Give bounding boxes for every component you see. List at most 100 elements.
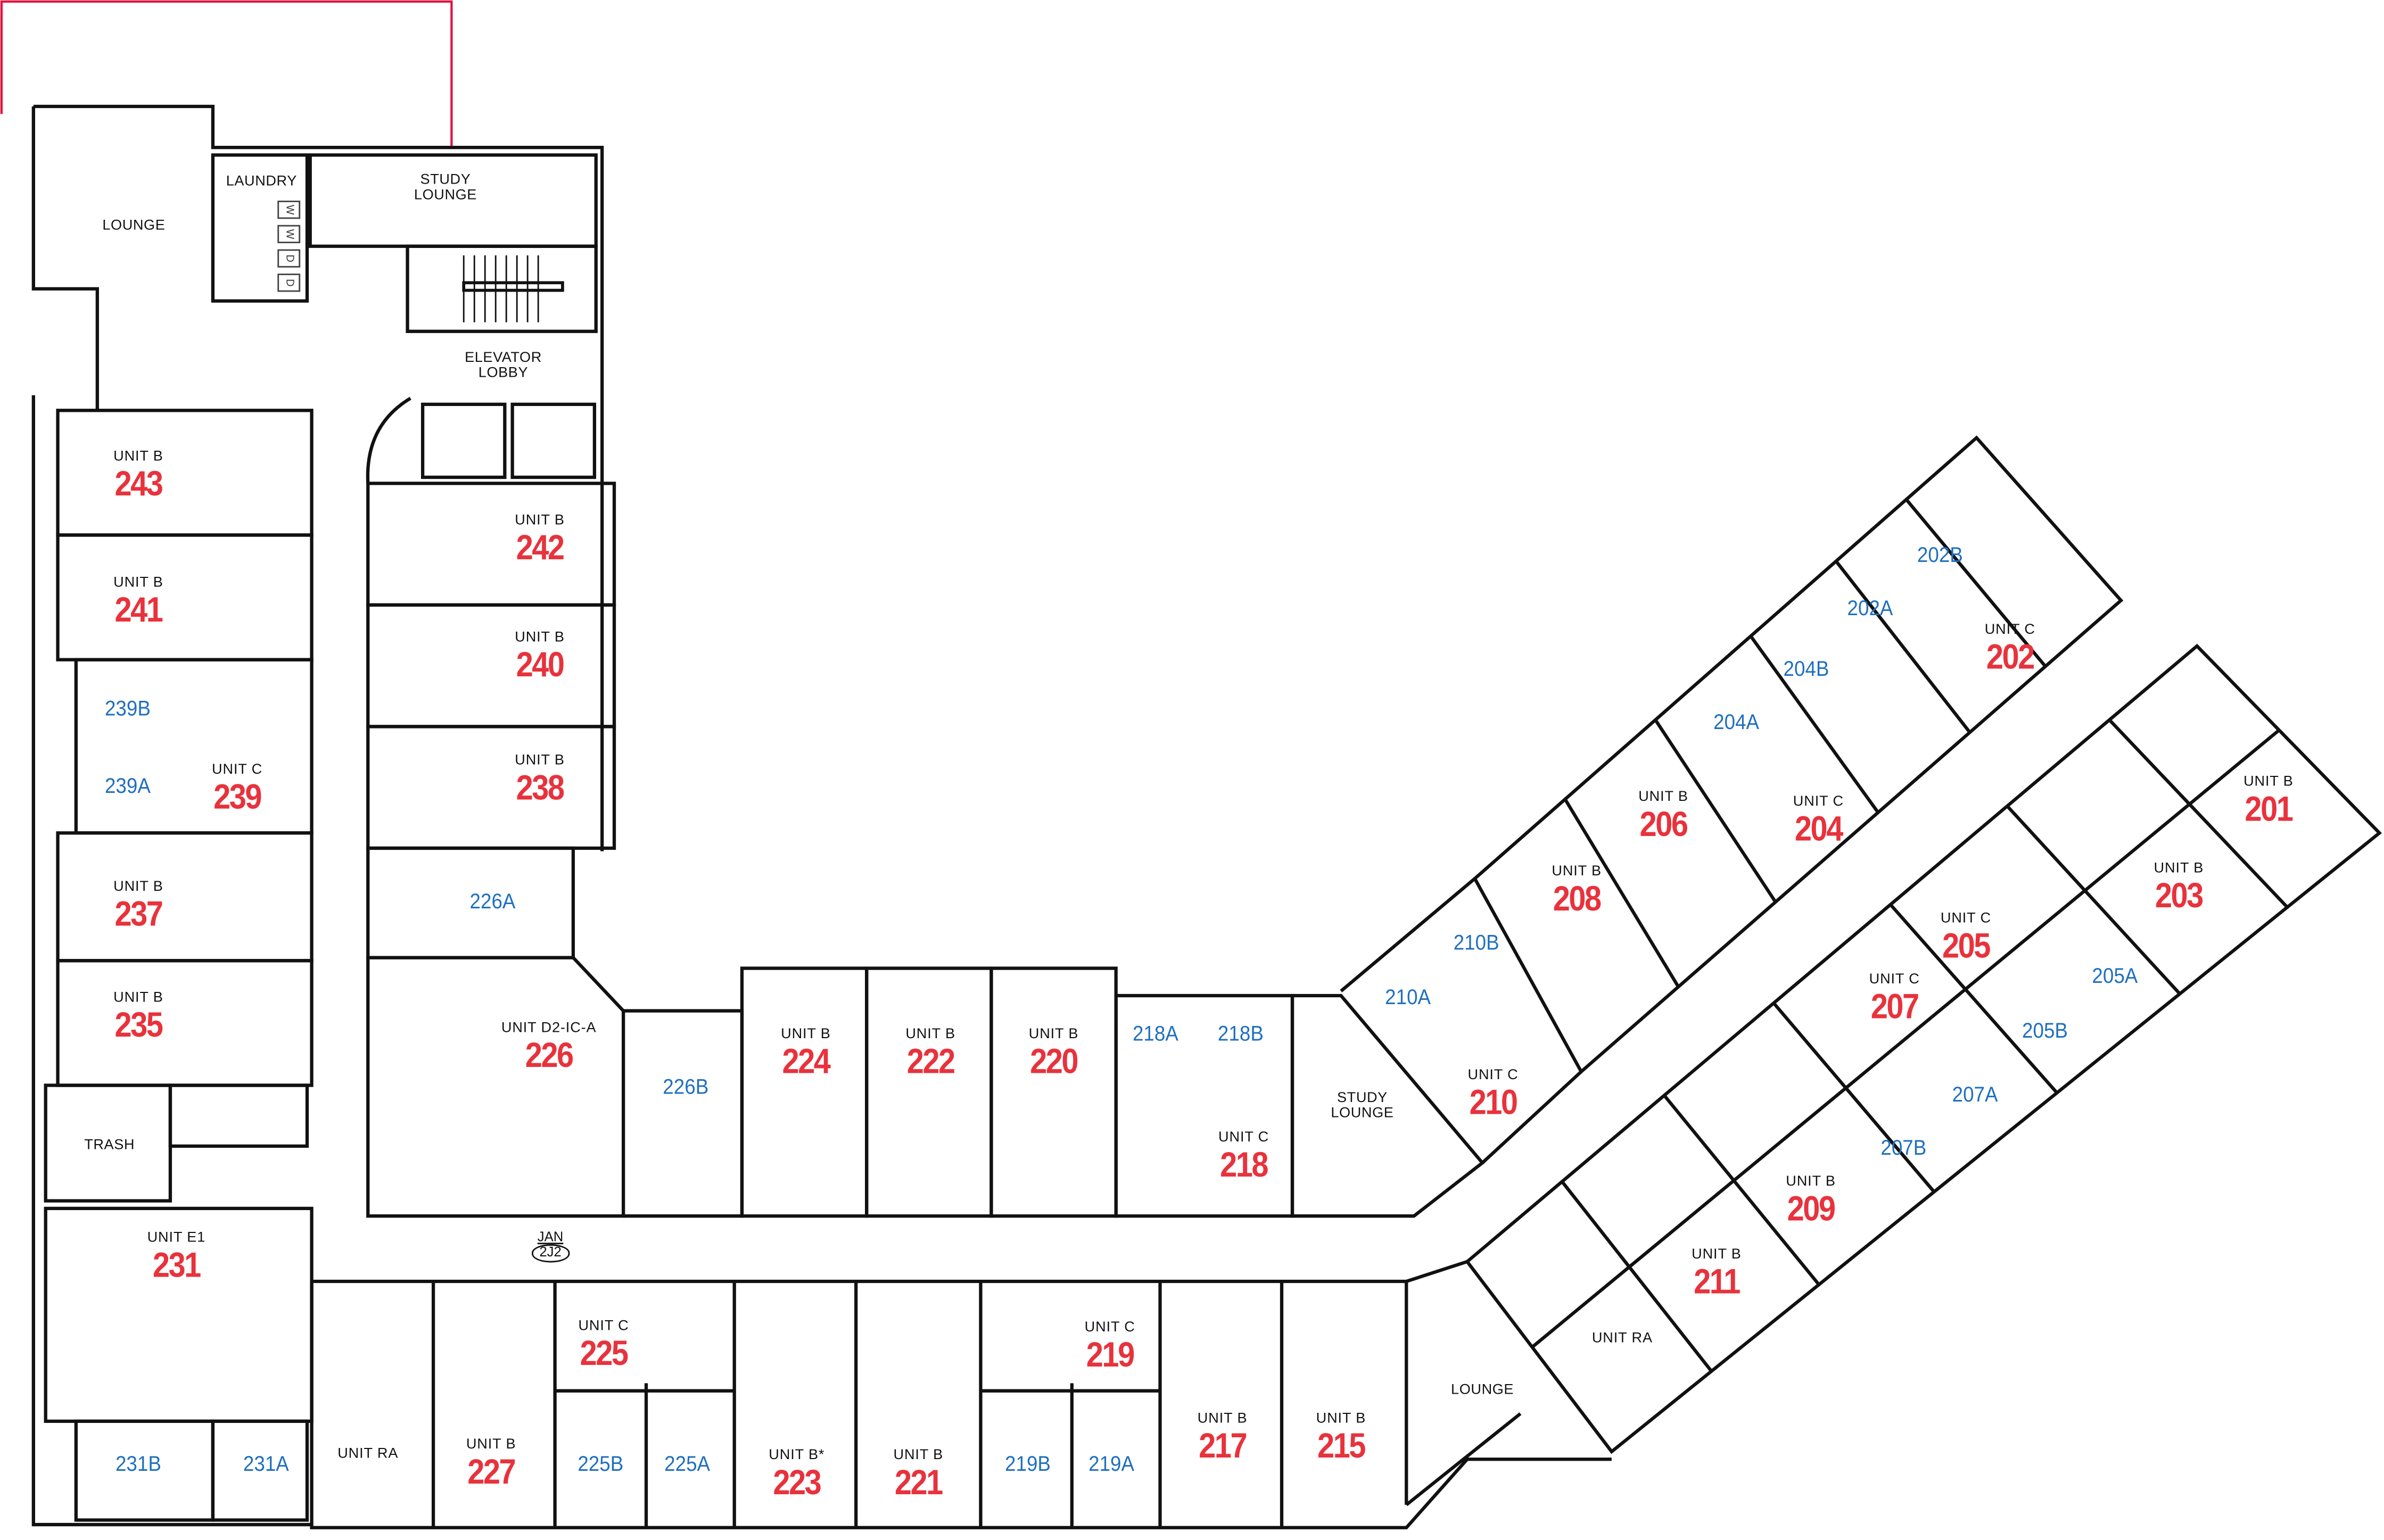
- unit-number: 225: [580, 1332, 629, 1373]
- unit-235-outline: [56, 959, 314, 1087]
- unit-type-label: UNIT C: [1940, 910, 1991, 928]
- bedroom-label: 231B: [115, 1451, 161, 1476]
- unit-number: 206: [1639, 804, 1688, 844]
- lower-wing-divider: [1663, 1094, 1820, 1286]
- common-area-label: STUDY LOUNGE: [414, 171, 477, 204]
- upper-wing-divider: [1654, 719, 1777, 903]
- unit-type-label: UNIT C: [1467, 1067, 1519, 1084]
- unit-number: 223: [773, 1462, 821, 1502]
- upper-wing-edge: [1340, 877, 1476, 992]
- unit-type-label: UNIT B: [113, 574, 163, 592]
- common-area-label: LOUNGE: [1451, 1381, 1514, 1399]
- common-area-label: STUDY LOUNGE: [1331, 1090, 1394, 1122]
- unit-242-outline: [366, 482, 616, 607]
- unit-241-outline: [56, 533, 314, 661]
- unit-226-outline: [366, 956, 625, 1218]
- building-outline-west: [31, 395, 312, 1527]
- unit-number: 224: [782, 1041, 830, 1081]
- unit-type-label: UNIT C: [1984, 622, 2035, 639]
- unit-237-outline: [56, 831, 314, 963]
- unit-type-label: UNIT B: [1552, 863, 1602, 880]
- unit-type-label: UNIT B: [781, 1025, 831, 1043]
- common-area-label: LOUNGE: [102, 217, 166, 234]
- janitor-label: JAN: [537, 1229, 564, 1245]
- unit-number: 226: [525, 1035, 574, 1075]
- unit-number: 218: [1220, 1144, 1268, 1184]
- unit-239-outline: [74, 658, 314, 835]
- unit-label: UNIT RA: [337, 1446, 398, 1462]
- bedroom-label: 210A: [1385, 984, 1431, 1009]
- unit-240-outline: [366, 603, 616, 728]
- south-unit-dividers: [431, 1281, 1284, 1528]
- bedroom-label: 219B: [1005, 1451, 1051, 1476]
- unit-type-label: UNIT B: [515, 629, 565, 646]
- unit-220-outline: [989, 966, 1118, 1218]
- unit-number: 242: [516, 527, 565, 567]
- study-lounge-east-outline: [1290, 993, 1485, 1218]
- bedroom-label: 202B: [1917, 542, 1963, 567]
- unit-type-label: UNIT B: [2154, 860, 2204, 877]
- bedroom-label: 205B: [2022, 1017, 2068, 1042]
- upper-wing-divider: [1563, 798, 1680, 988]
- unit-type-label: UNIT B: [113, 878, 163, 896]
- bedroom-label: 231A: [243, 1451, 289, 1476]
- unit-type-label: UNIT C: [1793, 793, 1844, 810]
- bedroom-label: 218B: [1217, 1021, 1264, 1046]
- unit-type-label: UNIT B: [113, 448, 163, 465]
- unit-number: 205: [1942, 925, 1991, 965]
- unit-type-label: UNIT B: [2243, 773, 2294, 791]
- unit-type-label: UNIT B: [515, 752, 565, 769]
- unit-243-outline: [56, 409, 314, 537]
- unit-label: UNIT B*223: [769, 1448, 824, 1502]
- lower-wing-corridor-line: [1531, 728, 2280, 1348]
- bedroom-label: 239B: [104, 696, 151, 720]
- highlight-outline: [0, 0, 453, 148]
- bedroom-label: 239A: [104, 773, 151, 798]
- unit-type-label: UNIT RA: [1591, 1330, 1653, 1347]
- stairwell-north: [406, 244, 598, 333]
- unit-number: 235: [114, 1004, 163, 1045]
- lower-wing-outline: [1465, 643, 2382, 1454]
- unit-type-label: UNIT B: [1638, 789, 1688, 806]
- unit-type-label: UNIT B: [1786, 1173, 1836, 1190]
- unit-type-label: UNIT B: [905, 1025, 955, 1043]
- stairs-icon: [462, 255, 564, 322]
- elevator-2: [510, 402, 597, 479]
- unit-number: 217: [1199, 1426, 1247, 1466]
- bedroom-label: 202A: [1847, 595, 1893, 620]
- bedroom-label: 226A: [469, 889, 516, 913]
- unit-type-label: UNIT B: [1197, 1410, 1248, 1428]
- unit-number: 215: [1317, 1426, 1366, 1466]
- unit-number: 207: [1870, 986, 1919, 1026]
- lower-wing-divider: [2006, 805, 2181, 995]
- unit-label: UNIT RA: [1592, 1331, 1653, 1346]
- unit-type-label: UNIT B: [466, 1436, 516, 1453]
- unit-number: 209: [1787, 1188, 1836, 1228]
- common-area-label: ELEVATOR LOBBY: [465, 350, 542, 382]
- bedroom-label: 219A: [1088, 1451, 1135, 1476]
- unit-number: 203: [2155, 875, 2204, 915]
- unit-type-label: UNIT E1: [147, 1229, 206, 1247]
- bedroom-label: 207B: [1880, 1135, 1927, 1160]
- unit-type-label: UNIT B: [1692, 1246, 1742, 1263]
- bedroom-label: 210B: [1453, 930, 1499, 954]
- unit-number: 208: [1553, 878, 1602, 918]
